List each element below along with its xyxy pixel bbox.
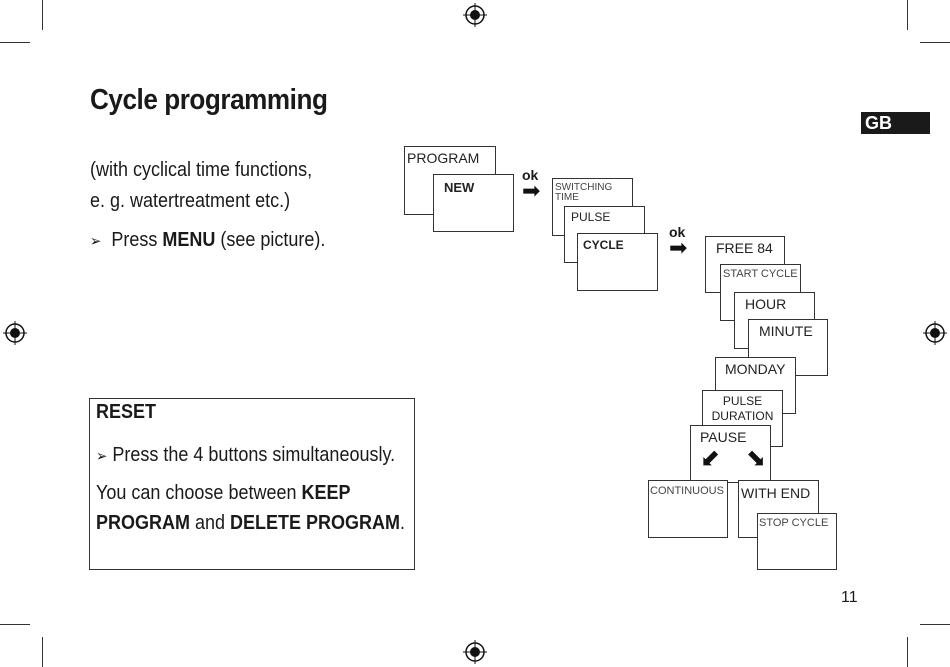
intro-line: e. g. watertreatment etc.) bbox=[90, 190, 291, 212]
screen-with-end-label: WITH END bbox=[741, 485, 811, 501]
arrow-down-left-icon: ⬋ bbox=[700, 445, 721, 472]
screen-new-label: NEW bbox=[444, 180, 475, 195]
ok-label: ok bbox=[669, 224, 686, 240]
arrow-right-icon: ➡ bbox=[522, 178, 541, 203]
keep-keyword: KEEP bbox=[301, 482, 351, 504]
screen-cycle-label: CYCLE bbox=[583, 238, 624, 252]
crop-mark bbox=[920, 42, 950, 43]
reset-instruction: ➢ Press the 4 buttons simultaneously. bbox=[96, 444, 395, 467]
pulse-line: PULSE bbox=[722, 394, 763, 408]
screen-start-cycle-label: START CYCLE bbox=[723, 268, 798, 280]
reset-title: RESET bbox=[96, 401, 157, 423]
bullet-arrow-icon: ➢ bbox=[96, 448, 108, 465]
screen-free-label: FREE 84 bbox=[716, 240, 773, 256]
screen-switching-time-label: SWITCHING TIME bbox=[555, 183, 612, 203]
duration-line: DURATION bbox=[711, 409, 774, 423]
screen-minute-label: MINUTE bbox=[759, 323, 813, 339]
screen-cycle bbox=[577, 233, 658, 291]
registration-mark-icon bbox=[463, 3, 487, 27]
arrow-right-icon: ➡ bbox=[669, 235, 688, 260]
crop-mark bbox=[42, 637, 43, 667]
crop-mark bbox=[920, 624, 950, 625]
screen-pulse-label: PULSE bbox=[571, 210, 611, 224]
time-line: TIME bbox=[555, 192, 579, 203]
bullet-arrow-icon: ➢ bbox=[90, 233, 102, 250]
screen-continuous bbox=[648, 480, 728, 538]
page-number: 11 bbox=[841, 589, 858, 606]
crop-mark bbox=[0, 42, 30, 43]
choose-prefix: You can choose between bbox=[96, 482, 302, 504]
crop-mark bbox=[907, 0, 908, 30]
screen-pause-label: PAUSE bbox=[700, 429, 747, 445]
screen-monday-label: MONDAY bbox=[725, 361, 786, 377]
screen-stop-cycle-label: STOP CYCLE bbox=[759, 517, 829, 529]
registration-mark-icon bbox=[923, 321, 947, 345]
screen-pulse-duration-label: PULSE DURATION bbox=[702, 394, 783, 424]
arrow-down-right-icon: ⬊ bbox=[746, 445, 767, 472]
crop-mark bbox=[907, 637, 908, 667]
delete-program-keyword: DELETE PROGRAM bbox=[230, 512, 401, 534]
ok-label: ok bbox=[522, 167, 539, 183]
crop-mark bbox=[42, 0, 43, 30]
crop-mark bbox=[0, 624, 30, 625]
reset-choice-text: You can choose between KEEP PROGRAM and … bbox=[96, 478, 405, 538]
press-prefix: Press bbox=[111, 229, 163, 251]
reset-press-text: Press the 4 buttons simultaneously. bbox=[112, 444, 396, 466]
page-title: Cycle programming bbox=[90, 84, 328, 116]
screen-program-label: PROGRAM bbox=[407, 150, 480, 166]
press-menu-instruction: ➢ Press MENU (see picture). bbox=[90, 229, 325, 252]
reset-box bbox=[89, 398, 415, 570]
program-keyword: PROGRAM bbox=[96, 512, 191, 534]
screen-stop-cycle bbox=[757, 513, 837, 570]
screen-pause bbox=[690, 425, 771, 483]
screen-new bbox=[433, 174, 514, 232]
language-tab: GB bbox=[861, 112, 930, 134]
intro-line: (with cyclical time functions, bbox=[90, 159, 313, 181]
screen-continuous-label: CONTINUOUS bbox=[650, 485, 724, 497]
intro-text: (with cyclical time functions, e. g. wat… bbox=[90, 155, 312, 217]
screen-hour-label: HOUR bbox=[745, 296, 787, 312]
registration-mark-icon bbox=[3, 321, 27, 345]
press-suffix: (see picture). bbox=[215, 229, 326, 251]
switching-line: SWITCHING bbox=[555, 182, 613, 193]
and-text: and bbox=[190, 512, 231, 534]
period: . bbox=[400, 512, 406, 534]
menu-keyword: MENU bbox=[162, 229, 216, 251]
registration-mark-icon bbox=[463, 640, 487, 664]
